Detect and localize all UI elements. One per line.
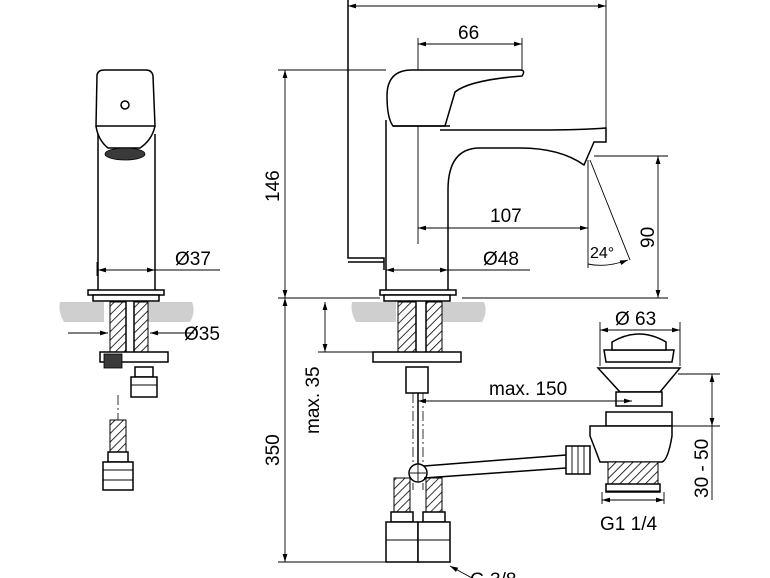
angle-label: 24° [590,245,614,262]
body-diameter-label: Ø48 [483,249,519,270]
side-diameter-label: Ø37 [175,249,211,270]
fixing-diameter-label: Ø35 [184,324,220,345]
dimension-lines: 185 66 146 107 90 24° Ø48 max. 35 [263,0,720,578]
handle-width-label: 66 [458,23,479,44]
height-label: 146 [263,170,284,202]
supply-thread-label: G 3/8 [470,570,516,578]
waste-thread-label: G1 1/4 [600,514,657,535]
front-view [347,0,607,563]
waste-assembly [565,333,682,493]
top-width-label: 185 [458,0,490,3]
waste-diameter-label: Ø 63 [615,309,656,330]
side-view: Ø37 Ø35 [59,69,220,491]
waste-offset-label: max. 150 [489,379,567,400]
spout-height-label: 90 [638,227,659,248]
below-deck-label: 350 [263,434,284,466]
spout-reach-label: 107 [490,206,522,227]
waste-range-label: 30 - 50 [692,439,713,498]
deck-thickness-label: max. 35 [303,366,324,434]
